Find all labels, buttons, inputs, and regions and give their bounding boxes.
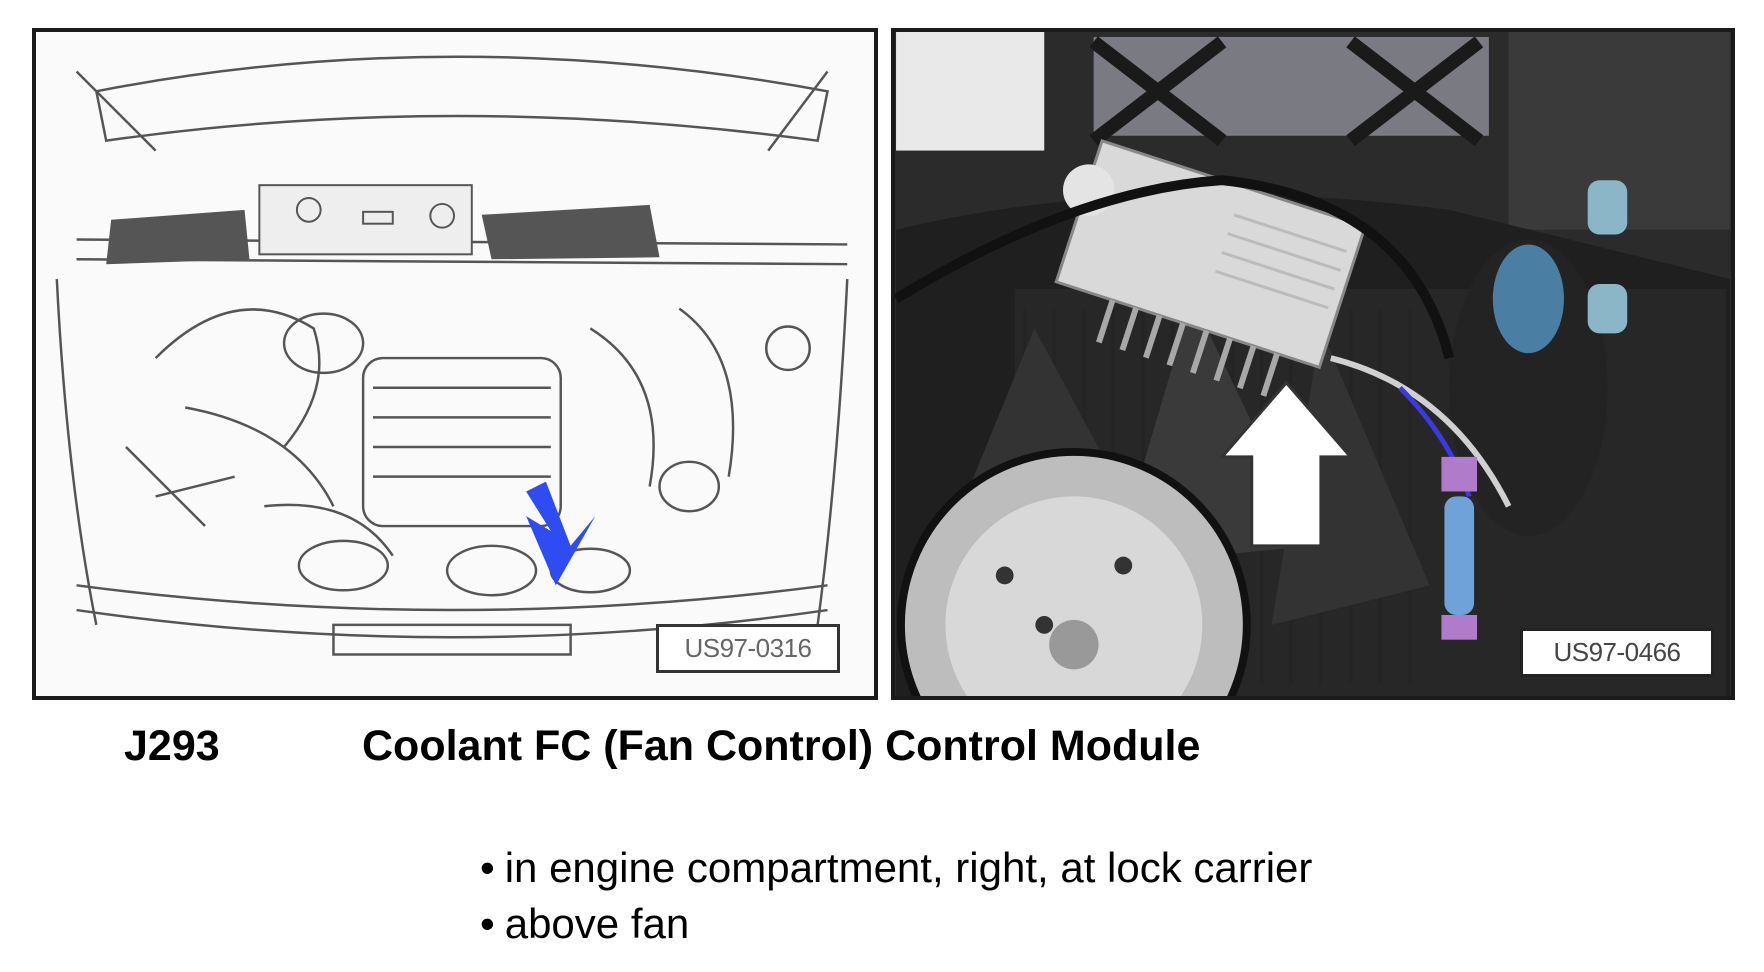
photo-rendering bbox=[895, 32, 1730, 696]
fan-module-photo: US97-0466 bbox=[891, 28, 1735, 700]
locator-arrow-white bbox=[1218, 380, 1354, 548]
figure-reference-label: US97-0466 bbox=[1520, 628, 1714, 677]
component-code: J293 bbox=[124, 722, 220, 770]
engine-line-drawing bbox=[55, 55, 849, 656]
location-item: in engine compartment, right, at lock ca… bbox=[480, 840, 1313, 896]
figure-reference-label: US97-0316 bbox=[656, 624, 840, 673]
engine-compartment-illustration: US97-0316 bbox=[32, 28, 878, 700]
component-title: Coolant FC (Fan Control) Control Module bbox=[362, 722, 1201, 770]
locator-arrow bbox=[526, 481, 596, 586]
location-list: in engine compartment, right, at lock ca… bbox=[480, 840, 1313, 952]
location-item: above fan bbox=[480, 896, 1312, 952]
